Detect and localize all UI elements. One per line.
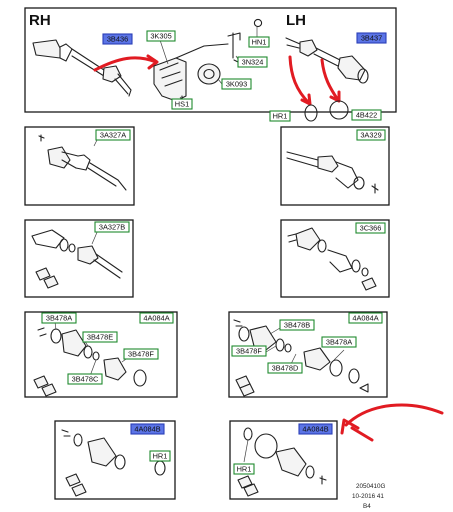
svg-text:3B478E: 3B478E [87,333,113,342]
part-code-3b478a-left: 3B478A [41,312,77,324]
part-code-3k305: 3K305 [146,30,176,42]
svg-text:3C366: 3C366 [360,224,382,233]
part-code-3b478a-right: 3B478A [321,336,357,348]
part-code-3b436: 3B436 [102,33,133,45]
part-code-hs1: HS1 [171,98,193,110]
part-code-3k093: 3K093 [221,78,252,90]
part-code-3b478d: 3B478D [267,362,303,374]
part-code-hr1-row5-right: HR1 [233,463,255,475]
svg-text:4A084B: 4A084B [302,425,328,434]
svg-text:4A084A: 4A084A [352,314,378,323]
svg-text:3K305: 3K305 [150,32,171,41]
svg-text:3B436: 3B436 [107,35,128,44]
footer-page: B4 [363,503,371,510]
row5-right-panel: 4A084B HR1 [229,420,338,500]
svg-text:3B478C: 3B478C [72,375,99,384]
row4-right-panel: 3B478B 4A084A 3B478F 3B478D 3B478A [228,311,388,398]
part-code-3b478b: 3B478B [279,319,315,331]
part-code-4a084b-left: 4A084B [130,423,165,435]
row2-right-panel: 3A329 [280,126,390,206]
svg-text:4A084A: 4A084A [143,314,169,323]
svg-text:3K093: 3K093 [226,80,247,89]
svg-text:3N324: 3N324 [242,58,264,67]
pointer-arrow-lh-to-4b422 [320,58,340,102]
pointer-arrow-head [340,418,374,442]
svg-text:4A084B: 4A084B [134,425,160,434]
pointer-arrow-head [146,54,159,70]
svg-text:3A327A: 3A327A [100,131,126,140]
part-code-hr1-row5-left: HR1 [149,450,171,462]
svg-text:3A329: 3A329 [360,131,381,140]
row3-right-panel: 3C366 [280,219,390,298]
svg-text:3B437: 3B437 [361,34,382,43]
svg-text:HR1: HR1 [153,452,168,461]
part-code-hn1: HN1 [248,36,270,48]
part-code-4a084a-left: 4A084A [139,312,174,324]
circlip-outer-drawing [329,100,349,120]
svg-text:HR1: HR1 [237,465,252,474]
part-code-4a084b-right: 4A084B [298,423,333,435]
part-code-4b422: 4B422 [351,109,382,121]
row2-left-panel: 3A327A [24,126,135,206]
footer-ref: 2050410G [356,483,386,490]
svg-text:3B478A: 3B478A [326,338,352,347]
svg-text:4B422: 4B422 [356,111,377,120]
part-code-3a327b: 3A327B [94,221,130,233]
part-code-3a329: 3A329 [356,129,386,141]
row5-left-panel: 4A084B HR1 [54,420,176,500]
svg-text:3B478B: 3B478B [284,321,310,330]
top-panel: RH LH [24,7,397,122]
part-code-hr1-top: HR1 [269,110,291,122]
part-code-3b437: 3B437 [356,32,387,44]
part-code-3b478c: 3B478C [67,373,103,385]
svg-text:3B478F: 3B478F [128,350,154,359]
svg-text:3A327B: 3A327B [99,223,125,232]
row3-left-panel: 3A327B [24,219,134,298]
rh-halfshaft-drawing [32,39,132,97]
diagram-footer: 2050410G 10-2016 41 B4 [352,483,386,510]
circlip-inner-drawing [304,104,318,122]
row4-left-panel: 3B478A 4A084A 3B478E 3B478F 3B478C [24,311,178,398]
svg-text:3B478F: 3B478F [236,347,262,356]
part-code-3b478f-left: 3B478F [123,348,159,360]
pointer-arrow-head [300,93,312,106]
lh-halfshaft-drawing [285,37,369,84]
side-label-lh: LH [286,12,306,29]
svg-text:HR1: HR1 [273,112,288,121]
part-code-4a084a-right: 4A084A [348,312,383,324]
svg-text:HN1: HN1 [252,38,267,47]
pointer-arrow-lh-to-hr1 [288,55,311,105]
footer-date: 10-2016 41 [352,493,384,500]
part-code-3n324: 3N324 [237,56,268,68]
pointer-arrow-rh-to-bracket [93,56,158,72]
side-label-rh: RH [29,12,51,29]
svg-text:3B478D: 3B478D [272,364,299,373]
part-code-3a327a: 3A327A [95,129,131,141]
pointer-arrow-to-kit [344,403,444,427]
part-code-3c366: 3C366 [355,222,386,234]
svg-text:3B478A: 3B478A [46,314,72,323]
svg-text:HS1: HS1 [175,100,189,109]
part-code-3b478e: 3B478E [82,331,118,343]
part-code-3b478f-right: 3B478F [231,345,267,357]
